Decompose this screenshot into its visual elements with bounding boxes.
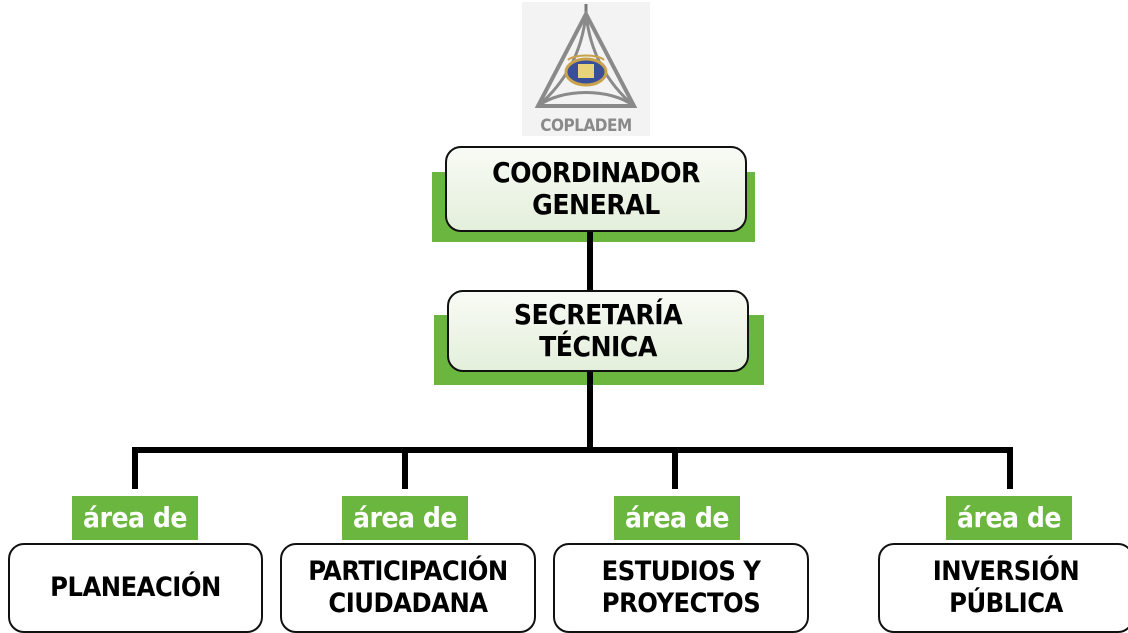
area-tag-planeacion: área de bbox=[72, 496, 198, 540]
coordinator-line2: GENERAL bbox=[532, 188, 660, 221]
secretary-box: SECRETARÍA TÉCNICA bbox=[447, 290, 749, 372]
area-participacion-line2: CIUDADANA bbox=[328, 588, 488, 619]
area-tag-participacion: área de bbox=[342, 496, 468, 540]
area-box-planeacion: PLANEACIÓN bbox=[8, 543, 263, 633]
area-estudios-line2: PROYECTOS bbox=[601, 588, 761, 619]
area-box-inversion: INVERSIÓN PÚBLICA bbox=[878, 543, 1128, 633]
connector-coordinator-secretary bbox=[587, 232, 593, 290]
drop-inversion bbox=[1007, 447, 1013, 489]
area-tag-inversion: área de bbox=[946, 496, 1072, 540]
drop-estudios bbox=[672, 447, 678, 489]
area-inversion-line2: PÚBLICA bbox=[949, 588, 1063, 619]
coordinator-line1: COORDINADOR bbox=[492, 156, 700, 189]
copladem-emblem-icon bbox=[534, 4, 638, 108]
drop-participacion bbox=[402, 447, 408, 489]
secretary-line2: TÉCNICA bbox=[539, 330, 657, 363]
drop-planeacion bbox=[132, 447, 138, 489]
area-tag-estudios: área de bbox=[614, 496, 740, 540]
copladem-logo: COPLADEM bbox=[522, 2, 650, 136]
horizontal-bus bbox=[132, 447, 1013, 453]
logo-text: COPLADEM bbox=[540, 116, 632, 136]
area-box-estudios: ESTUDIOS Y PROYECTOS bbox=[553, 543, 809, 633]
area-estudios-line1: ESTUDIOS Y bbox=[601, 556, 761, 587]
area-planeacion-line1: PLANEACIÓN bbox=[50, 572, 221, 603]
secretary-line1: SECRETARÍA bbox=[513, 298, 683, 331]
coordinator-box: COORDINADOR GENERAL bbox=[445, 146, 747, 232]
area-inversion-line1: INVERSIÓN bbox=[932, 556, 1080, 587]
area-box-participacion: PARTICIPACIÓN CIUDADANA bbox=[280, 543, 536, 633]
connector-secretary-bus bbox=[587, 372, 593, 450]
area-participacion-line1: PARTICIPACIÓN bbox=[308, 556, 508, 587]
